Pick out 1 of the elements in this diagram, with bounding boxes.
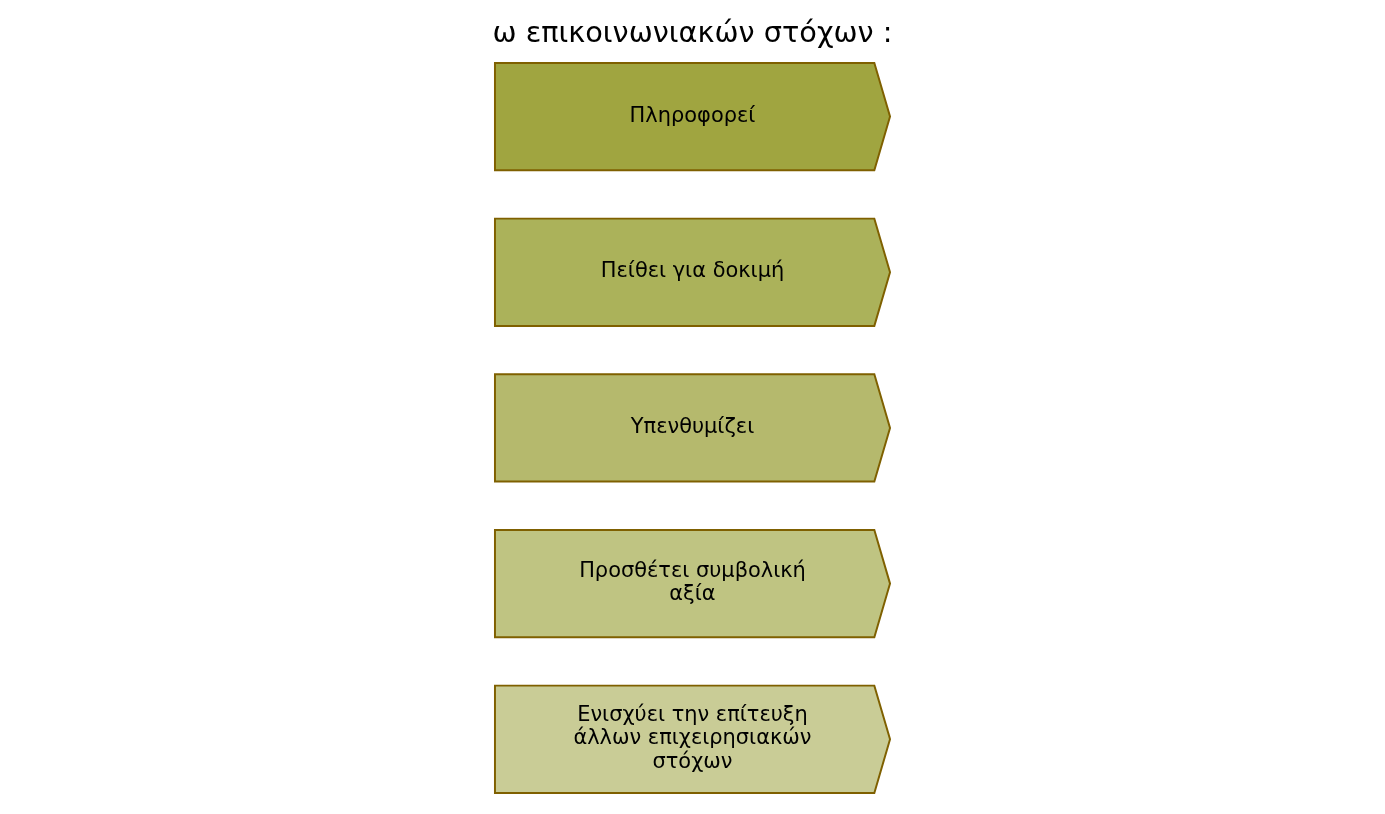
diagram-title: ω επικοινωνιακών στόχων : [492, 14, 893, 49]
